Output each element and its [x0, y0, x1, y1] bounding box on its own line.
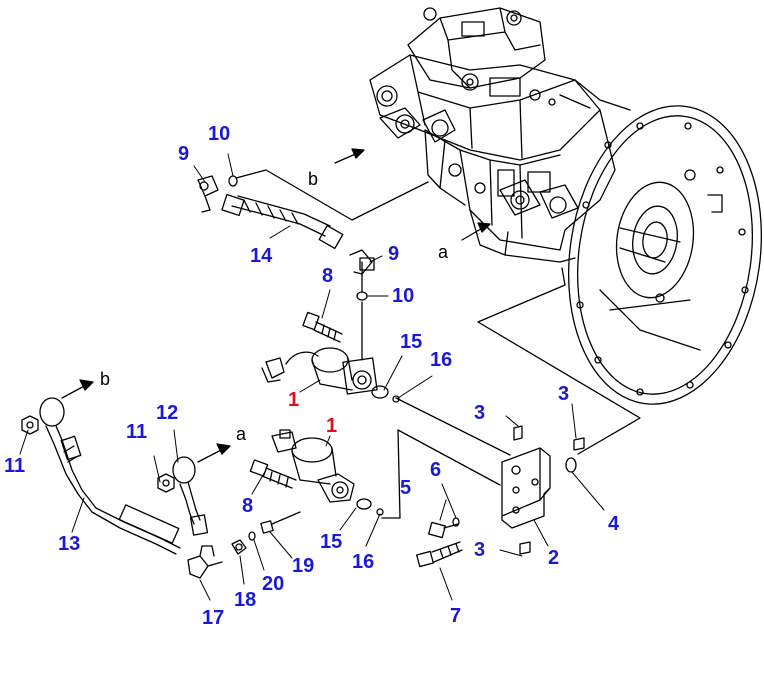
bolt-8-upper [302, 311, 343, 343]
hose-13 [39, 397, 181, 555]
callout-16-lower: 16 [352, 551, 375, 573]
o-ring-20 [248, 531, 256, 541]
bolt-5 [428, 521, 459, 539]
bolt-7 [416, 541, 463, 568]
callout-5: 5 [400, 477, 412, 499]
o-ring-10-lower [356, 291, 368, 301]
callout-11-middle: 11 [126, 421, 148, 443]
flow-label-a-pump: a [438, 242, 449, 262]
callout-19: 19 [292, 555, 315, 577]
elbow-fitting-9-lower [349, 249, 375, 275]
hose-12 [172, 456, 209, 536]
plug-3-top [513, 425, 523, 441]
elbow-fitting-9-upper [197, 175, 219, 213]
callout-16-upper: 16 [430, 349, 453, 371]
plug-18 [231, 539, 247, 555]
o-ring-4 [565, 457, 577, 473]
callout-2: 2 [548, 547, 560, 569]
callout-20: 20 [262, 573, 285, 595]
solenoid-valve-1-upper [261, 347, 378, 395]
callout-9-upper: 9 [178, 143, 190, 165]
callout-9-lower: 9 [388, 243, 400, 265]
flow-arrow-a-hose [197, 443, 231, 463]
callout-3-bottom: 3 [474, 539, 486, 561]
flow-arrow-a-pump [461, 222, 491, 241]
callout-13: 13 [58, 533, 81, 555]
callout-14: 14 [250, 245, 273, 267]
callout-10-lower: 10 [392, 285, 415, 307]
callout-11-left: 11 [4, 455, 26, 477]
callout-8-upper: 8 [322, 265, 334, 287]
callout-7: 7 [450, 605, 462, 627]
callout-6: 6 [430, 459, 442, 481]
callout-1-upper: 1 [288, 389, 300, 411]
flow-label-a-hose: a [236, 424, 247, 444]
callout-1-lower: 1 [326, 415, 338, 437]
o-ring-15-lower [356, 498, 372, 510]
o-ring-16-upper [392, 395, 400, 403]
flow-label-b-hose: b [100, 369, 111, 389]
callout-8-lower: 8 [242, 495, 254, 517]
bolt-8-lower [249, 459, 297, 489]
callout-15-lower: 15 [320, 531, 343, 553]
flow-arrow-b-hose [61, 379, 94, 399]
callout-18: 18 [234, 589, 257, 611]
flow-arrow-b-pump [334, 148, 365, 164]
callout-4: 4 [608, 513, 620, 535]
hydraulic-pump-assembly [369, 7, 763, 405]
fitting-19 [260, 511, 301, 534]
callout-12: 12 [156, 402, 179, 424]
flow-label-b-pump: b [308, 169, 319, 189]
callout-10-upper: 10 [208, 123, 231, 145]
nut-11-middle [157, 473, 175, 493]
o-ring-15-upper [371, 385, 389, 399]
hose-14 [221, 193, 344, 250]
nut-11-left [21, 415, 39, 435]
solenoid-valve-1-lower [271, 429, 355, 503]
callout-17: 17 [202, 607, 225, 629]
plug-3-right [573, 437, 585, 451]
o-ring-10-upper [228, 175, 238, 187]
elbow-fitting-17 [187, 545, 223, 579]
plug-3-bottom [519, 541, 531, 555]
callout-15-upper: 15 [400, 331, 423, 353]
callout-3-right: 3 [558, 383, 570, 405]
callout-3-top: 3 [474, 402, 486, 424]
piping-lines [235, 169, 641, 519]
valve-block-2 [501, 447, 551, 529]
callout-leaders [19, 153, 605, 601]
